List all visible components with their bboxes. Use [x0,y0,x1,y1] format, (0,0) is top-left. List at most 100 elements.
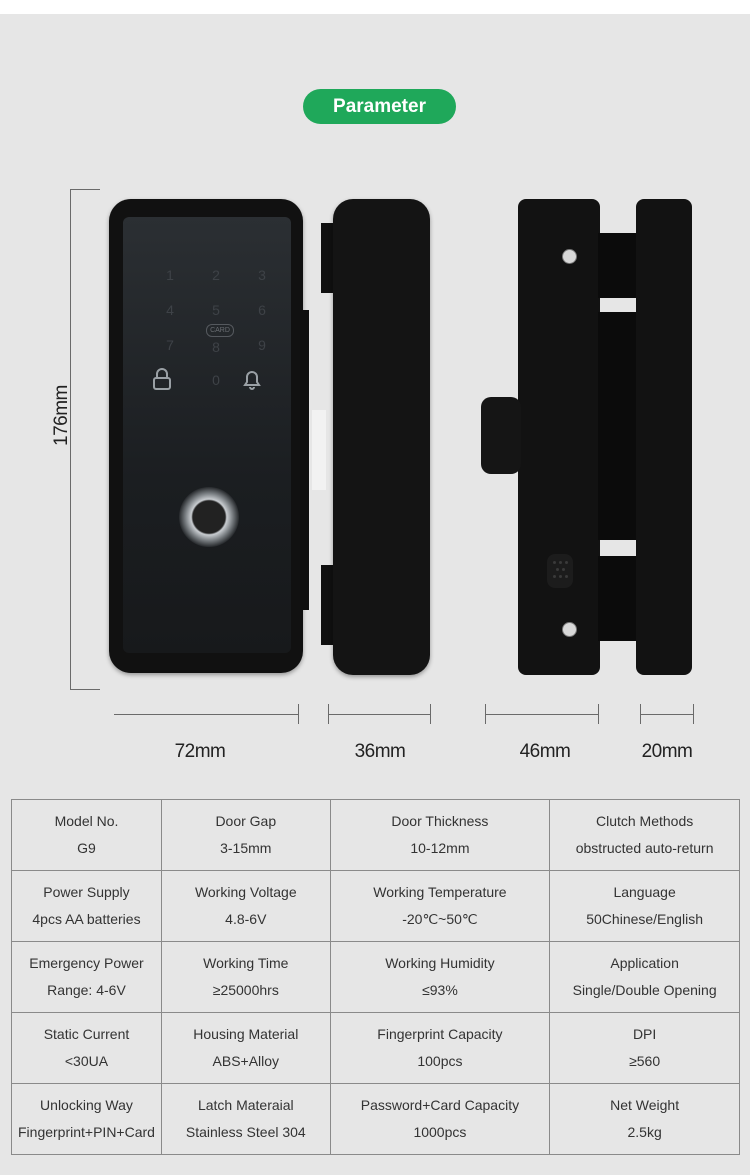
spec-label: Password+Card Capacity [360,1097,520,1113]
spec-label: Net Weight [610,1097,680,1113]
back-bridge-bottom [598,556,638,641]
key-5: 5 [212,302,220,318]
spec-value: ABS+Alloy [212,1053,280,1069]
lock-front-view: 1 2 3 4 5 6 CARD 7 8 9 0 [109,199,303,673]
table-row: Model No. G9 Door Gap 3-15mm Door Thicknes… [11,799,740,871]
top-band [0,0,750,14]
spec-value: -20℃~50℃ [402,911,478,927]
height-dimension-cap-top [70,189,100,190]
spec-value: 4pcs AA batteries [32,911,141,927]
key-1: 1 [166,267,174,283]
back-depth-tick-right [598,704,599,724]
height-dimension-label: 176mm [51,385,72,446]
back-depth-label: 46mm [519,741,571,762]
spec-value: Fingerprint+PIN+Card [18,1124,155,1140]
key-8: 8 [212,339,220,355]
spec-label: Emergency Power [29,955,144,971]
height-dimension-cap-bottom [70,689,100,690]
spec-label: Working Temperature [373,884,507,900]
height-dimension-line [70,189,71,689]
spec-value: ≤93% [422,982,458,998]
spec-cell: Working Temperature -20℃~50℃ [329,870,551,942]
key-7: 7 [166,337,174,353]
spec-label: Housing Material [193,1026,299,1042]
lock-side-view [333,199,430,675]
spec-cell: Net Weight 2.5kg [549,1083,740,1155]
spec-label: Model No. [54,813,119,829]
spec-value: 1000pcs [413,1124,467,1140]
screw-top [562,249,577,264]
spec-value: <30UA [64,1053,109,1069]
spec-cell: Working Humidity ≤93% [329,941,551,1013]
spec-cell: DPI ≥560 [549,1012,740,1084]
spec-value: 10-12mm [410,840,470,856]
key-0: 0 [212,372,220,388]
front-width-line [114,714,298,715]
spec-value: obstructed auto-return [575,840,714,856]
spec-label: Static Current [43,1026,130,1042]
spec-label: Unlocking Way [40,1097,133,1113]
card-reader-badge: CARD [206,324,234,337]
thumb-turn-knob[interactable] [481,397,521,474]
keypad-panel: 1 2 3 4 5 6 CARD 7 8 9 0 [123,217,291,653]
side-width-line [328,714,430,715]
lock-back-body [518,199,600,675]
spec-cell: Door Thickness 10-12mm [329,799,551,871]
front-width-label: 72mm [174,741,226,762]
spec-value: Stainless Steel 304 [185,1124,306,1140]
side-bracket-top [321,223,335,293]
key-9: 9 [258,337,266,353]
clamp-depth-line [640,714,693,715]
spec-label: Latch Materaial [197,1097,294,1113]
spec-value: ≥25000hrs [212,982,279,998]
spec-label: Door Thickness [391,813,489,829]
spec-label: DPI [632,1026,657,1042]
front-width-tick [298,704,299,724]
spec-label: Fingerprint Capacity [377,1026,503,1042]
spec-cell: Working Time≥25000hrs [160,941,331,1013]
side-width-tick-right [430,704,431,724]
spec-label: Language [613,884,676,900]
spec-value: ≥560 [629,1053,661,1069]
key-4: 4 [166,302,174,318]
speaker-grille [547,554,573,588]
spec-value: 100pcs [417,1053,463,1069]
spec-value: 2.5kg [627,1124,662,1140]
spec-label: Application [610,955,679,971]
side-width-label: 36mm [354,741,406,762]
fingerprint-sensor[interactable] [179,487,239,547]
side-bracket-bottom [321,565,335,645]
spec-cell: Password+Card Capacity 1000pcs [329,1083,551,1155]
spec-cell: Model No. G9 [11,799,162,871]
spec-value: Range: 4-6V [47,982,126,998]
key-2: 2 [212,267,220,283]
lock-clamp-plate [636,199,692,675]
lock-icon [151,367,173,397]
spec-label: Working Humidity [385,955,495,971]
front-side-edge [300,310,309,610]
key-3: 3 [258,267,266,283]
parameter-title: Parameter [303,89,456,124]
spec-cell: Static Current <30UA [11,1012,162,1084]
spec-value: 3-15mm [220,840,272,856]
back-depth-line [485,714,598,715]
spec-label: Door Gap [215,813,277,829]
screw-bottom [562,622,577,637]
spec-label: Clutch Methods [595,813,694,829]
spec-cell: Clutch Methods obstructed auto-return [549,799,740,871]
spec-value: 4.8-6V [225,911,267,927]
spec-cell: Fingerprint Capacity 100pcs [329,1012,551,1084]
spec-value: G9 [77,840,96,856]
back-bridge-middle [598,312,638,540]
bell-icon [240,367,264,397]
